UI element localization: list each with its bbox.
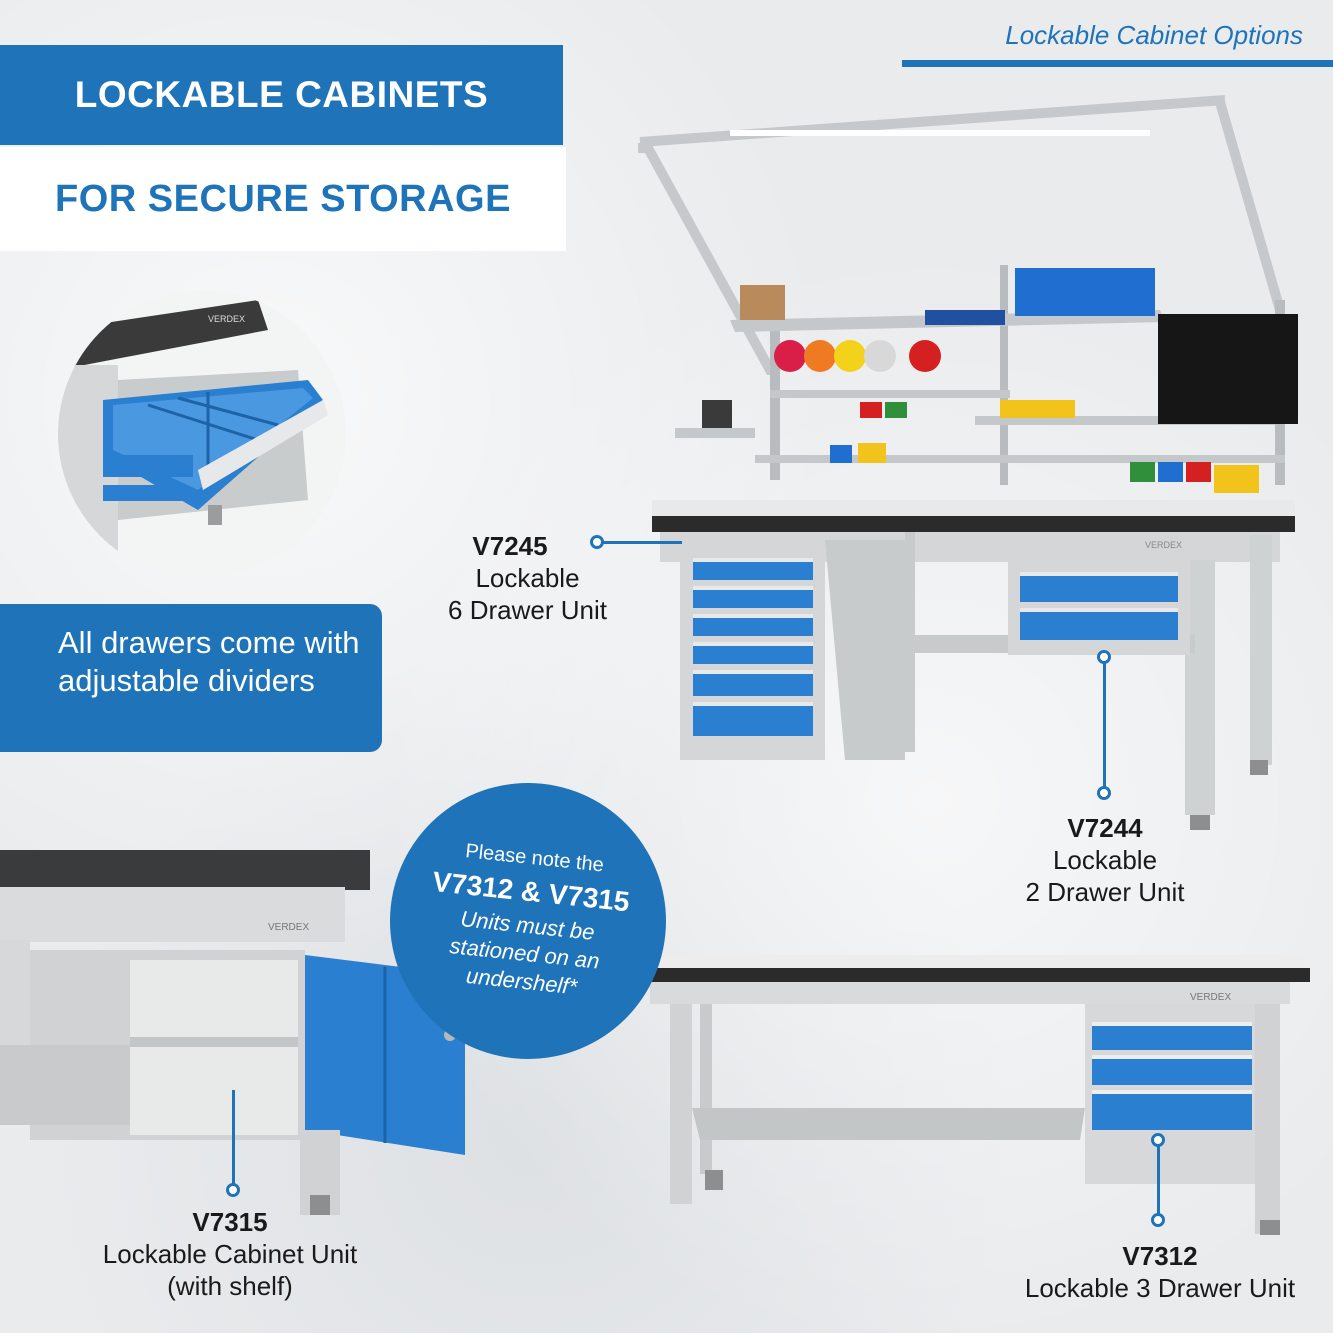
callout-dot-v7312 <box>1151 1133 1165 1147</box>
product-name-line1: Lockable <box>1052 845 1158 875</box>
product-name-line2: 2 Drawer Unit <box>1025 877 1185 907</box>
brand-mark-v7312: VERDEX <box>1190 992 1231 1003</box>
drawer-detail-photo: VERDEX <box>58 290 346 578</box>
product-name-line1: Lockable Cabinet Unit <box>102 1239 358 1269</box>
brand-mark-v7315: VERDEX <box>268 922 309 933</box>
product-name-line1: Lockable 3 Drawer Unit <box>1024 1273 1296 1303</box>
product-name-line2: (with shelf) <box>167 1271 293 1301</box>
callout-dot-v7244 <box>1097 650 1111 664</box>
product-code: V7245 <box>472 531 548 561</box>
workbench-v7312-illustration: VERDEX <box>635 955 1310 1235</box>
callout-dot-v7315 <box>226 1183 240 1197</box>
callout-line-v7245 <box>602 541 682 544</box>
product-code: V7315 <box>192 1207 268 1237</box>
note-line-3: Units must be stationed on an undershelf… <box>448 905 601 999</box>
page-subtitle: FOR SECURE STORAGE <box>0 147 566 251</box>
brand-mark-main: VERDEX <box>1145 540 1182 550</box>
info-box: All drawers come with adjustable divider… <box>0 604 382 752</box>
product-name-line1: Lockable <box>475 563 580 593</box>
callout-line-v7244 <box>1103 657 1106 787</box>
section-rule <box>902 60 1333 67</box>
product-code: V7244 <box>1067 813 1143 843</box>
callout-line-v7312 <box>1157 1140 1160 1220</box>
product-label-v7312: V7312 Lockable 3 Drawer Unit <box>1000 1240 1320 1304</box>
product-name-line2: 6 Drawer Unit <box>448 595 607 625</box>
page-title: LOCKABLE CABINETS <box>0 45 563 145</box>
product-label-v7244: V7244 Lockable 2 Drawer Unit <box>985 812 1225 908</box>
callout-line-v7315 <box>232 1090 235 1190</box>
section-tag: Lockable Cabinet Options <box>1005 20 1303 50</box>
product-code: V7312 <box>1122 1241 1198 1271</box>
callout-dot-v7244-end <box>1097 786 1111 800</box>
product-label-v7315: V7315 Lockable Cabinet Unit (with shelf) <box>60 1206 400 1302</box>
workbench-v7315-illustration: VERDEX <box>0 850 465 1215</box>
brand-mark: VERDEX <box>208 314 245 324</box>
callout-dot-v7312-end <box>1151 1213 1165 1227</box>
callout-dot-v7245 <box>590 535 604 549</box>
product-label-v7245: V7245 Lockable 6 Drawer Unit <box>420 530 635 626</box>
workbench-v7245-illustration: VERDEX <box>638 95 1298 830</box>
